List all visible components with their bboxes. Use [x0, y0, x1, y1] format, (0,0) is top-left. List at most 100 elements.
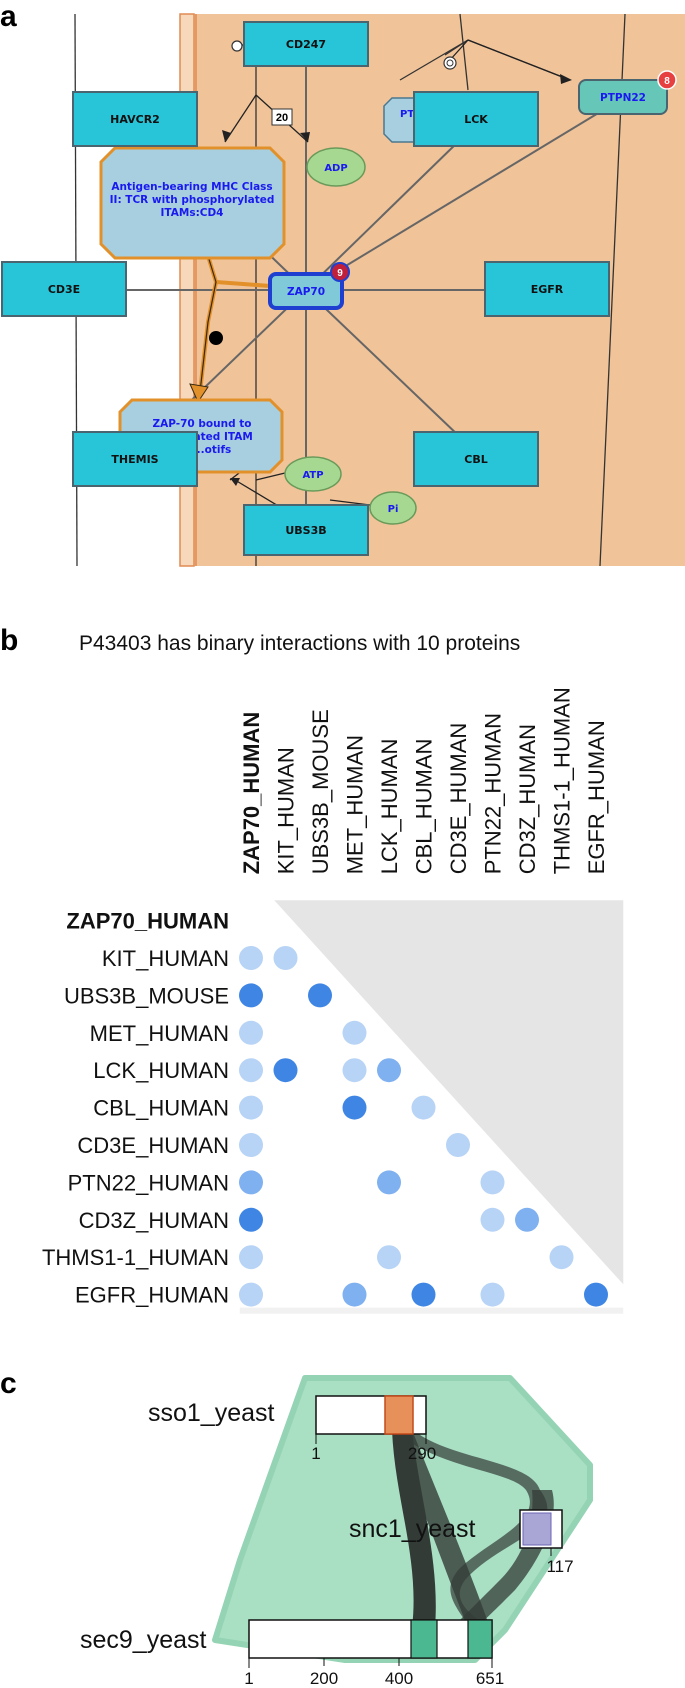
svg-text:117: 117: [546, 1557, 573, 1576]
panel-a: a: [0, 0, 685, 567]
interaction-dot[interactable]: [239, 1245, 263, 1270]
svg-text:20: 20: [276, 112, 288, 124]
svg-text:snc1_yeast: snc1_yeast: [349, 1515, 476, 1543]
heatmap-row-label: CD3Z_HUMAN: [79, 1208, 229, 1233]
heatmap-row-label: UBS3B_MOUSE: [64, 983, 229, 1008]
svg-text:PT: PT: [400, 109, 414, 120]
molecule-pi[interactable]: Pi: [369, 491, 417, 525]
svg-text:CD3E: CD3E: [48, 283, 80, 296]
protein-cbl[interactable]: CBL: [413, 431, 539, 487]
interaction-dot[interactable]: [273, 946, 298, 970]
protein-sso1[interactable]: sso1_yeast 1 290: [148, 1395, 436, 1463]
molecule-atp[interactable]: ATP: [284, 456, 342, 492]
panel-c: c sso1_yeast 1 290 snc1_yeast 117: [0, 1367, 593, 1688]
interaction-dot[interactable]: [342, 1020, 367, 1045]
snc1-domain: [522, 1512, 552, 1546]
panel-a-letter: a: [0, 0, 17, 33]
panel-b: b P43403 has binary interactions with 10…: [0, 624, 624, 1314]
interaction-dot[interactable]: [239, 1095, 263, 1120]
interaction-dot[interactable]: [239, 1058, 263, 1083]
interaction-dot[interactable]: [480, 1170, 505, 1195]
interaction-dot[interactable]: [273, 1058, 298, 1083]
protein-lck[interactable]: LCK: [413, 91, 539, 147]
interaction-dot[interactable]: [239, 1207, 263, 1232]
reaction-node-inner: [446, 59, 454, 67]
svg-text:200: 200: [310, 1669, 338, 1688]
svg-text:1: 1: [311, 1444, 320, 1463]
protein-havcr2[interactable]: HAVCR2: [72, 91, 198, 147]
svg-text:8: 8: [664, 76, 670, 87]
interaction-dot[interactable]: [411, 1282, 436, 1307]
svg-text:UBS3B: UBS3B: [285, 524, 326, 537]
heatmap-upper-triangle: [274, 900, 624, 1285]
svg-text:II: TCR with phosphorylated: II: TCR with phosphorylated: [110, 194, 275, 206]
protein-themis[interactable]: THEMIS: [72, 431, 198, 487]
heatmap-column-label: CD3E_HUMAN: [446, 723, 471, 875]
heatmap-column-label: KIT_HUMAN: [274, 747, 299, 874]
interaction-dot[interactable]: [411, 1095, 436, 1120]
interaction-dot[interactable]: [584, 1282, 608, 1307]
interaction-dot[interactable]: [446, 1133, 470, 1157]
interaction-dot[interactable]: [308, 983, 332, 1008]
interaction-dot[interactable]: [239, 1282, 263, 1307]
protein-snc1[interactable]: snc1_yeast 117: [349, 1509, 574, 1576]
interaction-dot[interactable]: [377, 1170, 401, 1195]
interaction-dot[interactable]: [342, 1058, 367, 1083]
interaction-dot[interactable]: [239, 946, 263, 970]
protein-ptpn22[interactable]: PTPN22 8: [578, 70, 677, 115]
heatmap-row-label: CBL_HUMAN: [93, 1096, 229, 1121]
interaction-dot[interactable]: [239, 983, 263, 1008]
protein-zap70[interactable]: ZAP70 9: [268, 262, 350, 310]
protein-cd3e[interactable]: CD3E: [1, 261, 127, 317]
svg-text:ZAP70: ZAP70: [287, 286, 325, 298]
interaction-dot[interactable]: [549, 1245, 574, 1270]
sec9-domain-1: [410, 1619, 438, 1659]
panel-c-letter: c: [0, 1367, 17, 1400]
heatmap-column-label: THMS1-1_HUMAN: [550, 687, 575, 874]
arrow-heads: [222, 74, 572, 486]
interaction-dot[interactable]: [480, 1282, 505, 1307]
interaction-dot[interactable]: [342, 1095, 367, 1120]
reaction-node: [443, 56, 457, 70]
interaction-dot[interactable]: [480, 1207, 505, 1232]
svg-text:9: 9: [337, 268, 343, 279]
interaction-dot[interactable]: [377, 1058, 401, 1083]
svg-text:sec9_yeast: sec9_yeast: [80, 1626, 207, 1654]
heatmap-title: P43403 has binary interactions with 10 p…: [79, 632, 520, 655]
reaction-count-label: 20: [271, 108, 293, 126]
svg-text:ATP: ATP: [302, 470, 323, 481]
svg-text:HAVCR2: HAVCR2: [110, 113, 160, 126]
svg-text:PTPN22: PTPN22: [600, 92, 646, 104]
heatmap-row-label: CD3E_HUMAN: [77, 1133, 229, 1158]
protein-sec9[interactable]: sec9_yeast 1 200 400 651: [80, 1619, 504, 1688]
heatmap-row-label: EGFR_HUMAN: [75, 1283, 229, 1308]
protein-ubs3b[interactable]: UBS3B: [243, 504, 369, 556]
interaction-dot[interactable]: [377, 1245, 401, 1270]
heatmap-column-label: ZAP70_HUMAN: [239, 712, 264, 875]
interaction-dot[interactable]: [239, 1170, 263, 1195]
svg-text:ITAMs:CD4: ITAMs:CD4: [160, 207, 223, 219]
zap70-count-badge: [330, 262, 350, 282]
svg-text:Pi: Pi: [388, 504, 399, 515]
svg-text:sso1_yeast: sso1_yeast: [148, 1399, 275, 1427]
svg-text:400: 400: [385, 1669, 413, 1688]
protein-cd247[interactable]: CD247: [243, 21, 369, 67]
complex-tcr[interactable]: Antigen-bearing MHC Class II: TCR with p…: [99, 146, 286, 260]
complex-transition: [189, 255, 271, 404]
interaction-dot[interactable]: [342, 1282, 367, 1307]
interaction-dot[interactable]: [515, 1207, 539, 1232]
heatmap-row-label: KIT_HUMAN: [102, 946, 229, 971]
svg-text:CBL: CBL: [464, 453, 487, 466]
interaction-dot[interactable]: [239, 1020, 263, 1045]
protein-egfr[interactable]: EGFR: [484, 261, 610, 317]
svg-text:290: 290: [408, 1444, 436, 1463]
heatmap-column-label: CBL_HUMAN: [412, 739, 437, 875]
sso1-domain: [384, 1395, 414, 1435]
molecule-adp[interactable]: ADP: [306, 147, 366, 187]
interaction-dot[interactable]: [239, 1133, 263, 1157]
svg-text:CD247: CD247: [286, 38, 326, 51]
svg-text:...otifs: ...otifs: [193, 444, 232, 456]
svg-text:651: 651: [476, 1669, 504, 1688]
